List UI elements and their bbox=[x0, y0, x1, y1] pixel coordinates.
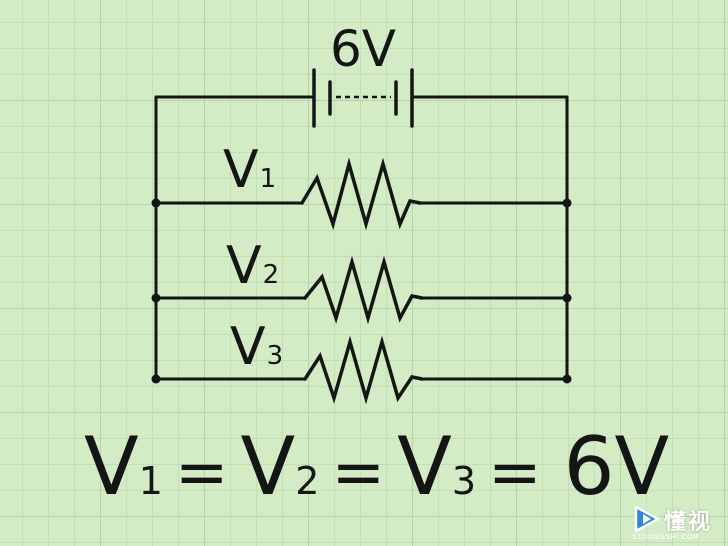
play-logo-icon bbox=[634, 505, 660, 533]
resistor-1 bbox=[300, 157, 422, 231]
branch-3-label: V3 bbox=[230, 317, 283, 377]
watermark-subtext: 51DONGSHI.COM bbox=[632, 533, 700, 541]
resistor-3 bbox=[303, 335, 424, 405]
battery-label: 6V bbox=[330, 20, 396, 78]
equation-term-3-subscript: 3 bbox=[452, 459, 476, 503]
node-right-1 bbox=[562, 198, 572, 208]
equation-term-2-subscript: 2 bbox=[295, 459, 319, 503]
node-left-3 bbox=[151, 374, 161, 384]
equals-sign-3: = bbox=[488, 436, 542, 510]
node-right-3 bbox=[562, 374, 572, 384]
branch-1-label: V1 bbox=[223, 140, 276, 200]
equation-result: 6V bbox=[564, 420, 670, 513]
equals-sign-1: = bbox=[175, 436, 229, 510]
branch-2-label: V2 bbox=[226, 236, 279, 296]
equation-term-3: V bbox=[397, 420, 452, 513]
node-left-2 bbox=[151, 293, 161, 303]
resistor-2 bbox=[303, 255, 424, 325]
node-right-2 bbox=[562, 293, 572, 303]
equation-term-1-subscript: 1 bbox=[139, 459, 163, 503]
equals-sign-2: = bbox=[331, 436, 385, 510]
watermark-text: 懂视 bbox=[664, 510, 713, 535]
equation-term-1: V bbox=[84, 420, 139, 513]
node-left-1 bbox=[151, 198, 161, 208]
equation-term-2: V bbox=[241, 420, 296, 513]
watermark: 懂视 51DONGSHI.COM bbox=[632, 504, 722, 542]
equation: V1=V2=V3=6V bbox=[84, 420, 670, 513]
